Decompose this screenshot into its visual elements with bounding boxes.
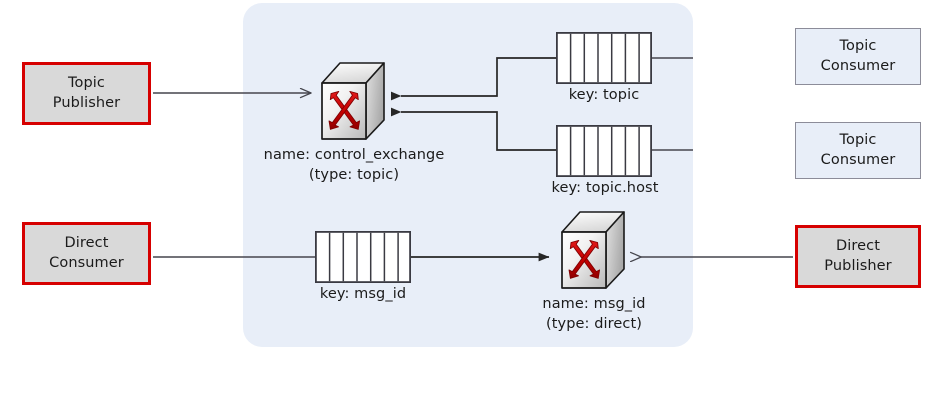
connector-queue-topic-host-to-exchange [391, 107, 556, 151]
msg-id-exchange-caption: name: msg_id (type: direct) [515, 295, 673, 334]
topic-consumer-1-box[interactable]: Topic Consumer [795, 28, 921, 85]
direct-consumer-label-line1: Direct [64, 235, 109, 252]
exchange-icon [321, 62, 385, 140]
msg-id-exchange-name: name: msg_id [542, 296, 646, 312]
topic-consumer-1-label-line2: Consumer [820, 57, 896, 74]
msg-id-exchange-type: (type: direct) [545, 315, 643, 332]
topic-consumer-2-box[interactable]: Topic Consumer [795, 122, 921, 179]
control-exchange-caption: name: control_exchange (type: topic) [253, 146, 455, 185]
direct-publisher-label-line2: Publisher [824, 257, 892, 274]
topic-consumer-1-label-line1: Topic [839, 38, 877, 55]
queue-topic-caption: key: topic [568, 87, 640, 103]
topic-consumer-2-label-line1: Topic [839, 132, 877, 149]
connector-queue-topic-to-exchange [391, 57, 556, 101]
topic-publisher-label-line2: Publisher [52, 94, 121, 111]
topic-consumer-2-label-line2: Consumer [820, 151, 896, 168]
topic-publisher-box[interactable]: Topic Publisher [22, 62, 151, 125]
topic-publisher-label-line1: Topic [68, 75, 105, 92]
control-exchange-type: (type: topic) [308, 166, 400, 183]
queue-icon [556, 125, 652, 178]
queue-msg-id-caption: key: msg_id [319, 286, 407, 302]
queue-topic-host-caption: key: topic.host [551, 180, 659, 196]
queue-icon [556, 32, 652, 85]
queue-icon [314, 230, 412, 284]
direct-publisher-box[interactable]: Direct Publisher [795, 225, 921, 288]
control-exchange-name: name: control_exchange [263, 147, 445, 163]
direct-consumer-label-line2: Consumer [49, 254, 124, 271]
direct-consumer-box[interactable]: Direct Consumer [22, 222, 151, 285]
exchange-icon [561, 211, 625, 289]
direct-publisher-label-line1: Direct [835, 238, 880, 255]
